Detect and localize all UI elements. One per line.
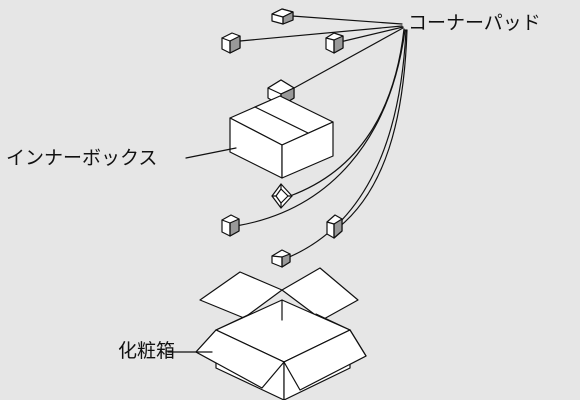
corner-pad-middle-left — [221, 214, 240, 237]
corner-pad-middle-right — [326, 214, 343, 239]
corner-pad-top-right — [325, 32, 344, 54]
corner-pad-middle-center — [271, 183, 293, 209]
carton-label: 化粧箱 — [118, 340, 176, 362]
corner-pad-leader-lines — [235, 15, 408, 261]
inner-box — [229, 95, 334, 179]
inner-box-leader — [185, 147, 237, 159]
inner-box-label: インナーボックス — [6, 147, 158, 169]
corner-pad-top-left — [221, 32, 241, 54]
corner-pad-top-center — [271, 8, 294, 25]
corner-pad-label: コーナーパッド — [408, 12, 541, 34]
corner-pad-lower-center — [271, 249, 291, 268]
outer-carton — [195, 267, 367, 400]
